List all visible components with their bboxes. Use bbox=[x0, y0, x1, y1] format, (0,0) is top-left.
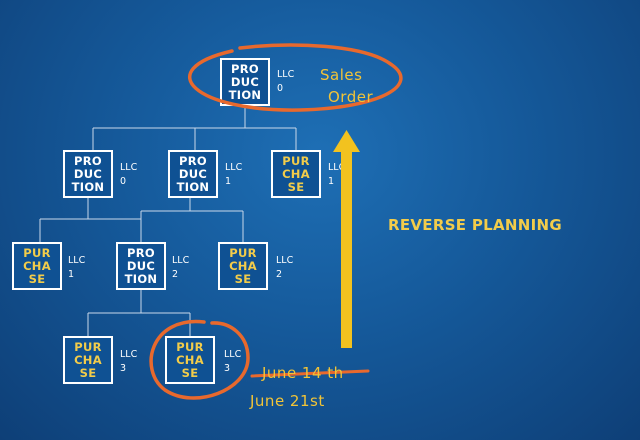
node-text-line: CHA bbox=[74, 352, 102, 367]
node-text-line: DUC bbox=[230, 74, 260, 89]
llc-value: 1 bbox=[225, 176, 232, 187]
node-text-line: SE bbox=[79, 365, 97, 380]
date-strikethrough bbox=[250, 369, 370, 378]
llc-value: 0 bbox=[277, 83, 284, 94]
llc-label: LLC bbox=[120, 349, 138, 360]
llc-label-l1b: LLC 1 bbox=[225, 161, 242, 189]
llc-label: LLC bbox=[328, 162, 346, 173]
llc-value: 2 bbox=[276, 269, 283, 280]
purchase-node-l1c: PUR CHA SE bbox=[271, 150, 321, 198]
llc-label-l2a: LLC 1 bbox=[68, 254, 85, 282]
node-text-line: CHA bbox=[23, 258, 51, 273]
node-text-line: PUR bbox=[229, 245, 257, 260]
diagram-title: REVERSE PLANNING bbox=[388, 216, 562, 234]
production-node-root: PRO DUC TION bbox=[220, 58, 270, 106]
llc-label: LLC bbox=[225, 162, 243, 173]
node-text-line: DUC bbox=[178, 166, 208, 181]
node-text-line: TION bbox=[228, 87, 262, 102]
node-text-line: CHA bbox=[229, 258, 257, 273]
node-text-line: CHA bbox=[282, 166, 310, 181]
node-text-line: SE bbox=[234, 271, 252, 286]
node-text-line: PRO bbox=[74, 153, 102, 168]
llc-label: LLC bbox=[120, 162, 138, 173]
sales-order-line: Order bbox=[328, 88, 374, 106]
connector-root-level1 bbox=[92, 106, 297, 150]
llc-value: 1 bbox=[68, 269, 75, 280]
node-text-line: PUR bbox=[23, 245, 51, 260]
connector-l1b-level2 bbox=[140, 196, 244, 242]
llc-label: LLC bbox=[277, 69, 295, 80]
node-text-line: DUC bbox=[73, 166, 103, 181]
sales-order-line: Sales bbox=[320, 66, 363, 84]
node-text-line: PRO bbox=[179, 153, 207, 168]
connector-l2b-level3 bbox=[87, 290, 191, 336]
node-text-line: SE bbox=[181, 365, 199, 380]
production-node-l1a: PRO DUC TION bbox=[63, 150, 113, 198]
node-text-line: PUR bbox=[176, 339, 204, 354]
old-date-annotation: June 14 th bbox=[262, 364, 344, 382]
llc-label-l2b: LLC 2 bbox=[172, 254, 189, 282]
production-node-l1b: PRO DUC TION bbox=[168, 150, 218, 198]
node-text-line: SE bbox=[287, 179, 305, 194]
new-date-annotation: June 21st bbox=[250, 392, 325, 410]
llc-label-root: LLC 0 bbox=[277, 68, 294, 96]
node-text-line: TION bbox=[124, 271, 158, 286]
node-text-line: PRO bbox=[231, 61, 259, 76]
llc-label-l1a: LLC 0 bbox=[120, 161, 137, 189]
llc-label: LLC bbox=[224, 349, 242, 360]
llc-label-l3a: LLC 3 bbox=[120, 348, 137, 376]
node-text-line: TION bbox=[176, 179, 210, 194]
llc-label: LLC bbox=[172, 255, 190, 266]
llc-value: 3 bbox=[224, 363, 231, 374]
arrow-head bbox=[333, 130, 360, 152]
llc-label-l3b: LLC 3 bbox=[224, 348, 241, 376]
llc-value: 0 bbox=[120, 176, 127, 187]
llc-value: 1 bbox=[328, 176, 335, 187]
connector-l1a-level2 bbox=[39, 196, 142, 242]
llc-label-l1c: LLC 1 bbox=[328, 161, 345, 189]
node-text-line: DUC bbox=[126, 258, 156, 273]
production-node-l2b: PRO DUC TION bbox=[116, 242, 166, 290]
node-text-line: TION bbox=[71, 179, 105, 194]
node-text-line: PUR bbox=[282, 153, 310, 168]
node-text-line: SE bbox=[28, 271, 46, 286]
purchase-node-l3b: PUR CHA SE bbox=[165, 336, 215, 384]
llc-label-l2c: LLC 2 bbox=[276, 254, 293, 282]
llc-label: LLC bbox=[68, 255, 86, 266]
sales-order-annotation: Sales Order bbox=[320, 64, 373, 108]
node-text-line: PUR bbox=[74, 339, 102, 354]
purchase-node-l3a: PUR CHA SE bbox=[63, 336, 113, 384]
purchase-highlight-circle bbox=[149, 319, 250, 400]
llc-value: 3 bbox=[120, 363, 127, 374]
arrow-shaft bbox=[341, 150, 352, 348]
llc-value: 2 bbox=[172, 269, 179, 280]
sales-order-circle bbox=[188, 43, 403, 112]
node-text-line: PRO bbox=[127, 245, 155, 260]
purchase-node-l2c: PUR CHA SE bbox=[218, 242, 268, 290]
llc-label: LLC bbox=[276, 255, 294, 266]
node-text-line: CHA bbox=[176, 352, 204, 367]
purchase-node-l2a: PUR CHA SE bbox=[12, 242, 62, 290]
